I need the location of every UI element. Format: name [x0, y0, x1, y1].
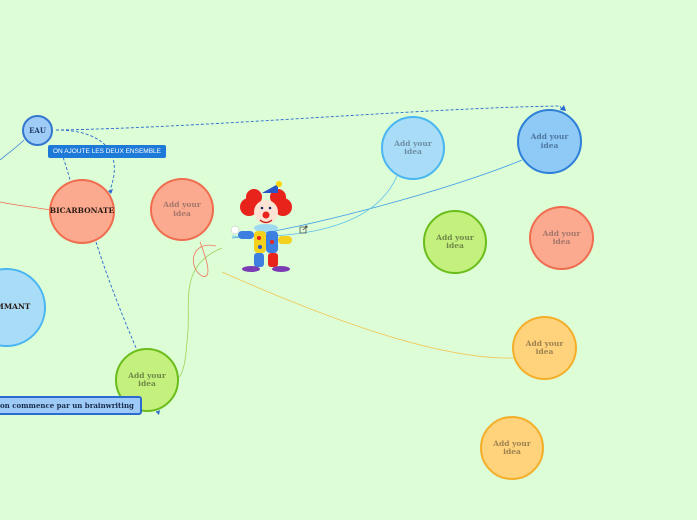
node-label: Add your idea [525, 338, 564, 356]
idea-node[interactable]: Add your idea [512, 316, 577, 380]
idea-node[interactable]: Add your idea [381, 116, 445, 180]
idea-node[interactable]: Add your idea [517, 109, 582, 174]
node-label: Add your idea [394, 138, 432, 156]
node-label: EAU [29, 125, 46, 135]
node-label: BICARBONATE [49, 206, 115, 216]
note-brainwriting[interactable]: on commence par un brainwriting [0, 396, 142, 415]
clown-image [230, 181, 292, 272]
node-label: GOMMANT [0, 302, 31, 312]
node-label: Add your idea [493, 438, 531, 456]
link-label-combine[interactable]: ON AJOUTE LES DEUX ENSEMBLE [48, 145, 167, 158]
node-label: Add your idea [542, 228, 581, 246]
idea-node[interactable]: Add your idea [423, 210, 487, 274]
node-bicarbonate[interactable]: BICARBONATE [49, 179, 115, 244]
node-label: Add your idea [128, 370, 166, 388]
idea-node[interactable]: Add your idea [150, 178, 214, 241]
node-label: Add your idea [163, 200, 201, 218]
external-link-icon[interactable] [299, 225, 308, 234]
node-label: Add your idea [530, 132, 569, 150]
idea-node[interactable]: Add your idea [115, 348, 179, 412]
idea-node[interactable]: Add your idea [529, 206, 594, 270]
node-eau[interactable]: EAU [22, 115, 53, 146]
idea-node[interactable]: Add your idea [480, 416, 544, 480]
node-label: Add your idea [436, 232, 474, 250]
